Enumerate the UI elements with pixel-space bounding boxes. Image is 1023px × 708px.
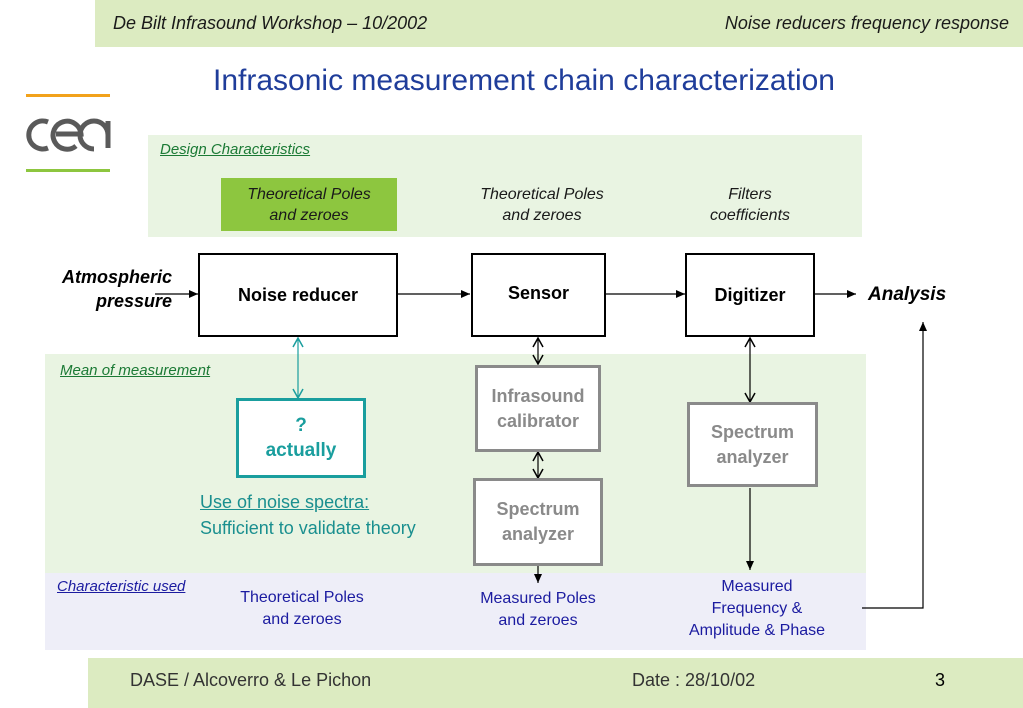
char-noise-reducer-text: Theoretical Poles and zeroes xyxy=(240,589,364,628)
characteristic-label: Characteristic used xyxy=(57,578,186,595)
sensor-box: Sensor xyxy=(471,253,606,337)
design-digitizer-text: Filters coefficients xyxy=(709,186,791,224)
highlight-box xyxy=(221,178,397,231)
mean-label: Mean of measurement xyxy=(60,362,211,379)
header-left-text: De Bilt Infrasound Workshop – 10/2002 xyxy=(113,13,428,33)
arrow-feedback-to-analysis xyxy=(862,322,927,609)
header-right-text: Noise reducers frequency response xyxy=(724,13,1009,33)
spectrum-analyzer-digitizer-box: Spectrum analyzer xyxy=(687,402,818,487)
noise-reducer-box: Noise reducer xyxy=(198,253,398,337)
noise-spectra-note: Sufficient to validate theory xyxy=(200,518,416,538)
footer-date: Date : 28/10/02 xyxy=(632,670,756,690)
logo-bottom-bar xyxy=(26,169,110,172)
logo-top-bar xyxy=(26,94,110,97)
footer-page-number: 3 xyxy=(935,670,946,690)
slide-title: Infrasonic measurement chain characteriz… xyxy=(213,64,835,97)
header-bar xyxy=(95,0,1023,47)
design-noise-reducer-text: Theoretical Poles and zeroes xyxy=(247,186,371,224)
digitizer-box: Digitizer xyxy=(685,253,815,337)
design-sensor-text: Theoretical Poles and zeroes xyxy=(480,186,604,224)
analysis-label: Analysis xyxy=(868,284,947,305)
characteristic-panel xyxy=(45,573,866,650)
char-digitizer-text: Measured Frequency & Amplitude & Phase xyxy=(688,578,826,639)
footer-bar xyxy=(88,658,1023,708)
cea-logo xyxy=(26,104,112,164)
infrasound-calibrator-box: Infrasound calibrator xyxy=(475,365,601,452)
unknown-measurement-box: ? actually xyxy=(236,398,366,478)
footer-author: DASE / Alcoverro & Le Pichon xyxy=(130,670,372,690)
spectrum-analyzer-sensor-box: Spectrum analyzer xyxy=(473,478,603,566)
input-label: Atmospheric pressure xyxy=(61,267,172,311)
design-label: Design Characteristics xyxy=(160,141,311,158)
char-sensor-text: Measured Poles and zeroes xyxy=(480,590,596,629)
noise-spectra-link[interactable]: Use of noise spectra: xyxy=(200,492,370,512)
